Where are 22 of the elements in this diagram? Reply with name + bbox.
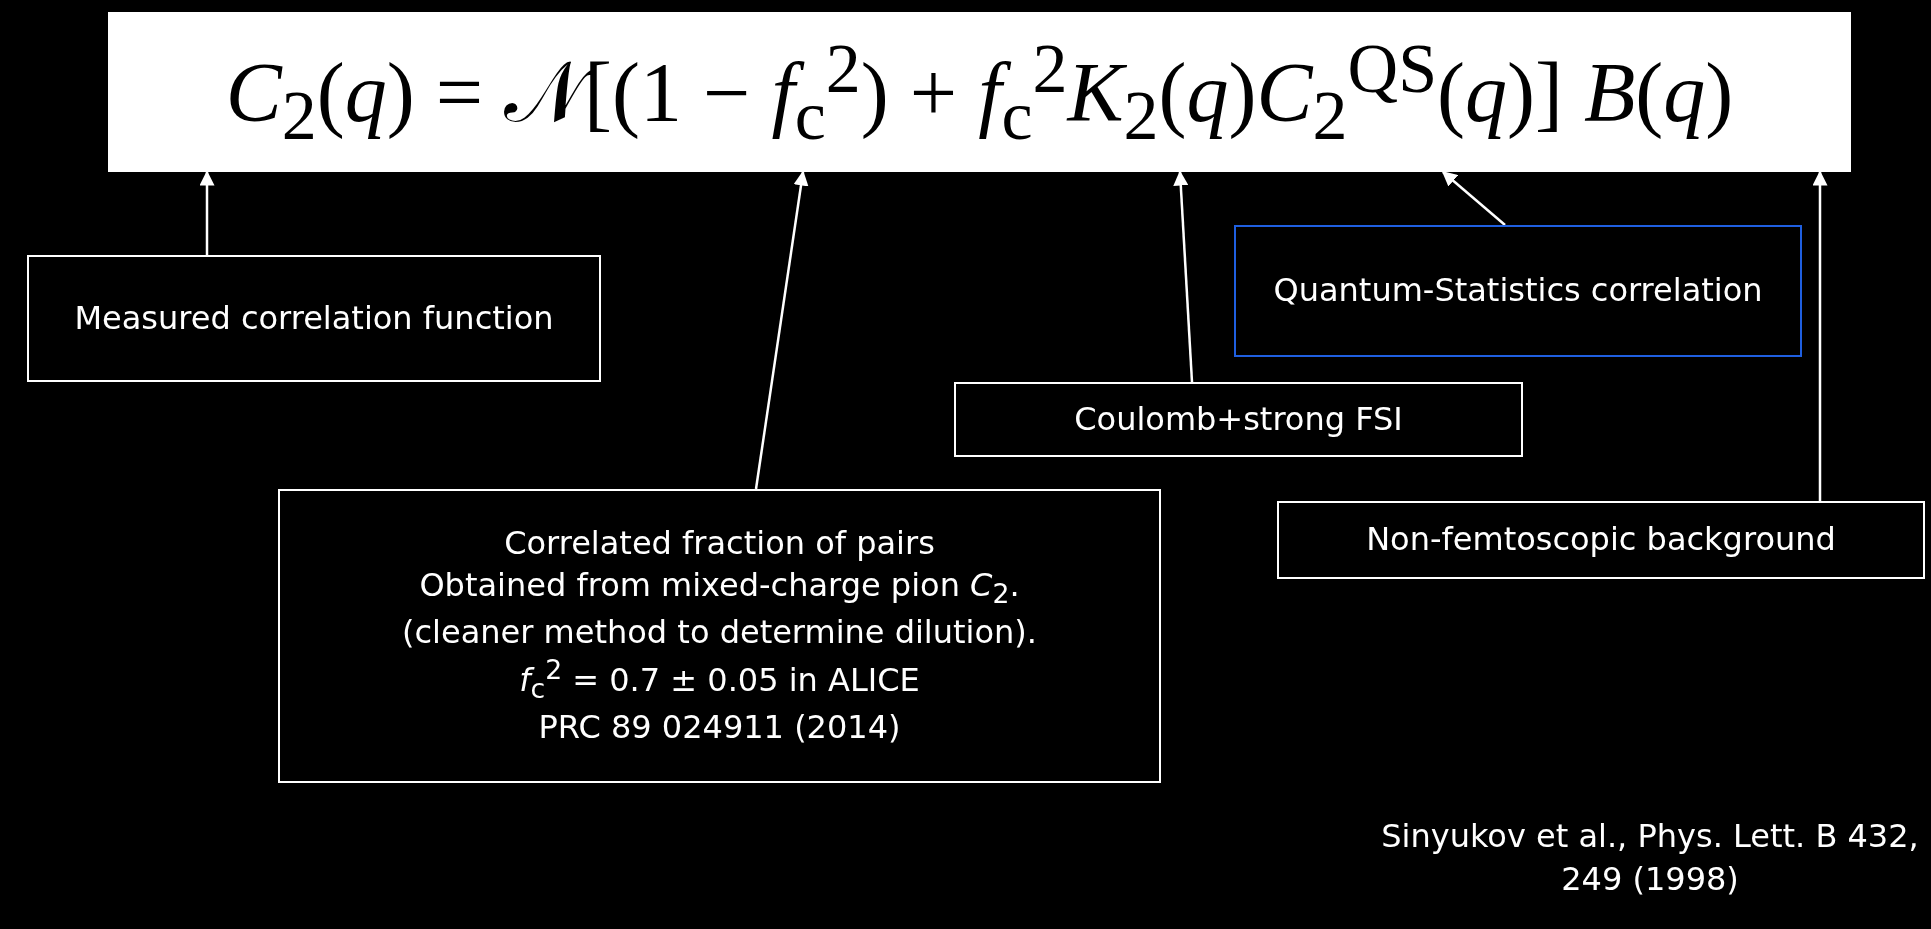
box-text: Obtained from mixed-charge pion C$_{2}$. xyxy=(419,564,1020,612)
box-text: f$_{c}$$^{2}$ = 0.7 ± 0.05 in ALICE xyxy=(519,653,920,707)
text-box xyxy=(1277,501,1925,579)
arrow xyxy=(754,170,809,490)
arrow xyxy=(1812,170,1828,501)
arrow xyxy=(1173,170,1194,383)
citation: Sinyukov et al., Phys. Lett. B 432, 249 (1998) xyxy=(1380,816,1920,901)
text-box xyxy=(954,382,1523,457)
box-text: Correlated fraction of pairs xyxy=(504,523,935,565)
box-text: (cleaner method to determine dilution). xyxy=(402,611,1037,653)
arrow xyxy=(199,170,215,255)
text-box xyxy=(27,255,601,382)
formula-box xyxy=(108,12,1851,172)
box-text: Measured correlation function xyxy=(74,297,554,339)
box-text: Coulomb+strong FSI xyxy=(1074,398,1403,440)
equation: C$_{2}$(q) = 𝒩[(1 − f$_{c}$$^{2}$) + f$_{c}$$^{2}$K$_{2}$(q)C$_{2}$$^{QS}$(q)] B(q) xyxy=(225,30,1734,154)
text-box xyxy=(278,489,1161,783)
box-text: Non-femtoscopic background xyxy=(1366,519,1836,561)
text-box xyxy=(1234,225,1802,357)
box-text: PRC 89 024911 (2014) xyxy=(538,707,901,749)
box-text: Quantum-Statistics correlation xyxy=(1273,270,1763,312)
arrow xyxy=(1441,171,1506,226)
